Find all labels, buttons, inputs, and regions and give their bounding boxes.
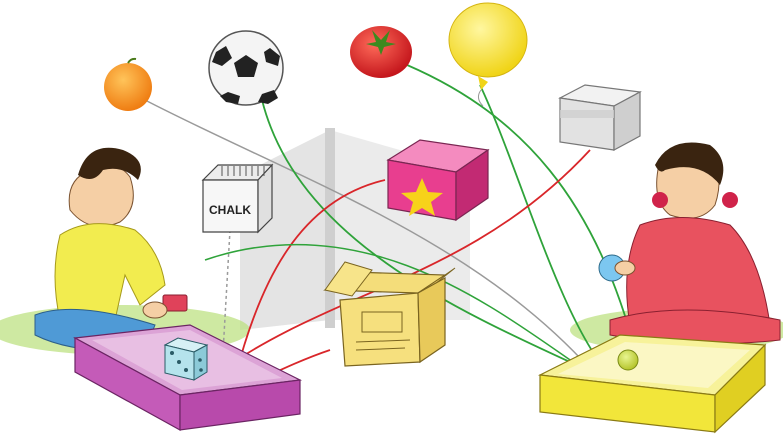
red-block — [162, 294, 188, 312]
arrow-orange-to-yellow-tray — [144, 99, 601, 381]
arrow-tomato-to-yellow-tray — [394, 59, 645, 374]
yellow-tray — [537, 334, 767, 434]
balloon-icon — [448, 2, 528, 107]
chalk-box-label: CHALK — [209, 203, 251, 217]
ball-icon — [617, 349, 639, 371]
dice-icon — [163, 337, 209, 381]
chalk-box-icon: CHALK — [201, 163, 274, 234]
girl-figure — [598, 142, 781, 346]
orange-icon — [104, 57, 152, 111]
tomato-icon — [350, 26, 412, 78]
football-icon — [208, 30, 284, 106]
boy-figure — [34, 147, 188, 352]
arrow-gift-box-to-purple-tray — [230, 179, 386, 382]
gift-box-icon — [386, 139, 490, 222]
gift-box-grey-icon — [558, 84, 642, 152]
cardboard-box-icon — [323, 261, 456, 367]
